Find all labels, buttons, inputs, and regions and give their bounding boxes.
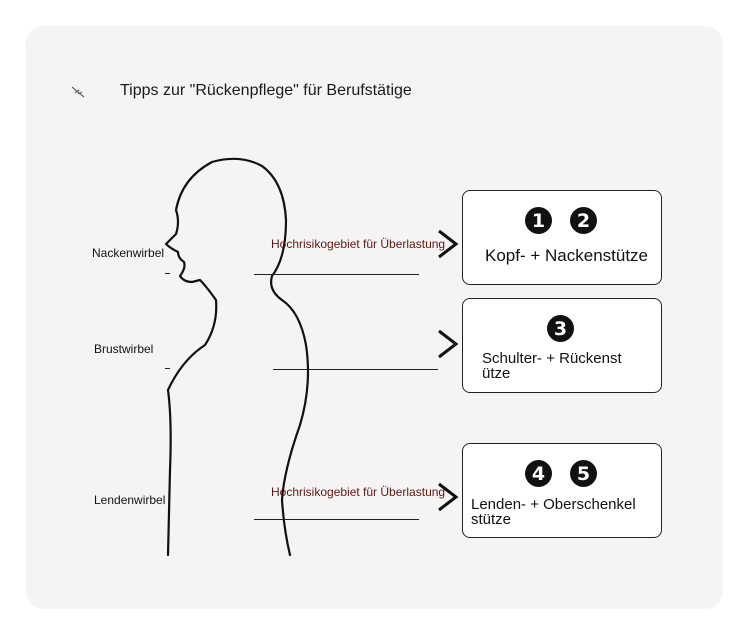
arrow-right-icon <box>438 482 459 512</box>
sparkle-icon <box>71 86 85 98</box>
pointer-line-lumbar <box>254 519 419 520</box>
page-title: Tipps zur "Rückenpflege" für Berufstätig… <box>120 82 412 99</box>
region-label-lumbar: Lendenwirbel <box>94 493 166 507</box>
support-label: Schulter- + Rückenst ütze <box>482 350 622 382</box>
pointer-line-neck <box>254 274 419 275</box>
risk-label-neck: Hochrisikogebiet für Überlastung <box>271 237 446 251</box>
badge-group: 1 2 <box>525 207 597 234</box>
region-label-thoracic: Brustwirbel <box>94 342 154 356</box>
number-badge: 1 <box>525 207 552 234</box>
pointer-line-thoracic <box>273 369 438 370</box>
region-tick-neck <box>165 273 170 274</box>
support-box-head-neck: 1 2 Kopf- + Nackenstütze <box>462 190 662 285</box>
arrow-right-icon <box>438 229 459 259</box>
region-label-neck: Nackenwirbel <box>92 246 165 260</box>
number-badge: 4 <box>525 460 552 487</box>
number-badge: 5 <box>570 460 597 487</box>
region-tick-thoracic <box>165 368 170 369</box>
risk-label-lumbar: Hochrisikogebiet für Überlastung <box>271 485 446 499</box>
support-label: Kopf- + Nackenstütze <box>485 246 649 265</box>
arrow-right-icon <box>438 329 459 359</box>
support-label: Lenden- + Oberschenkel stütze <box>471 496 636 528</box>
number-badge: 3 <box>547 315 574 342</box>
badge-group: 3 <box>547 315 574 342</box>
number-badge: 2 <box>570 207 597 234</box>
support-box-shoulder-back: 3 Schulter- + Rückenst ütze <box>462 298 662 393</box>
support-box-lumbar-thigh: 4 5 Lenden- + Oberschenkel stütze <box>462 443 662 538</box>
badge-group: 4 5 <box>525 460 597 487</box>
